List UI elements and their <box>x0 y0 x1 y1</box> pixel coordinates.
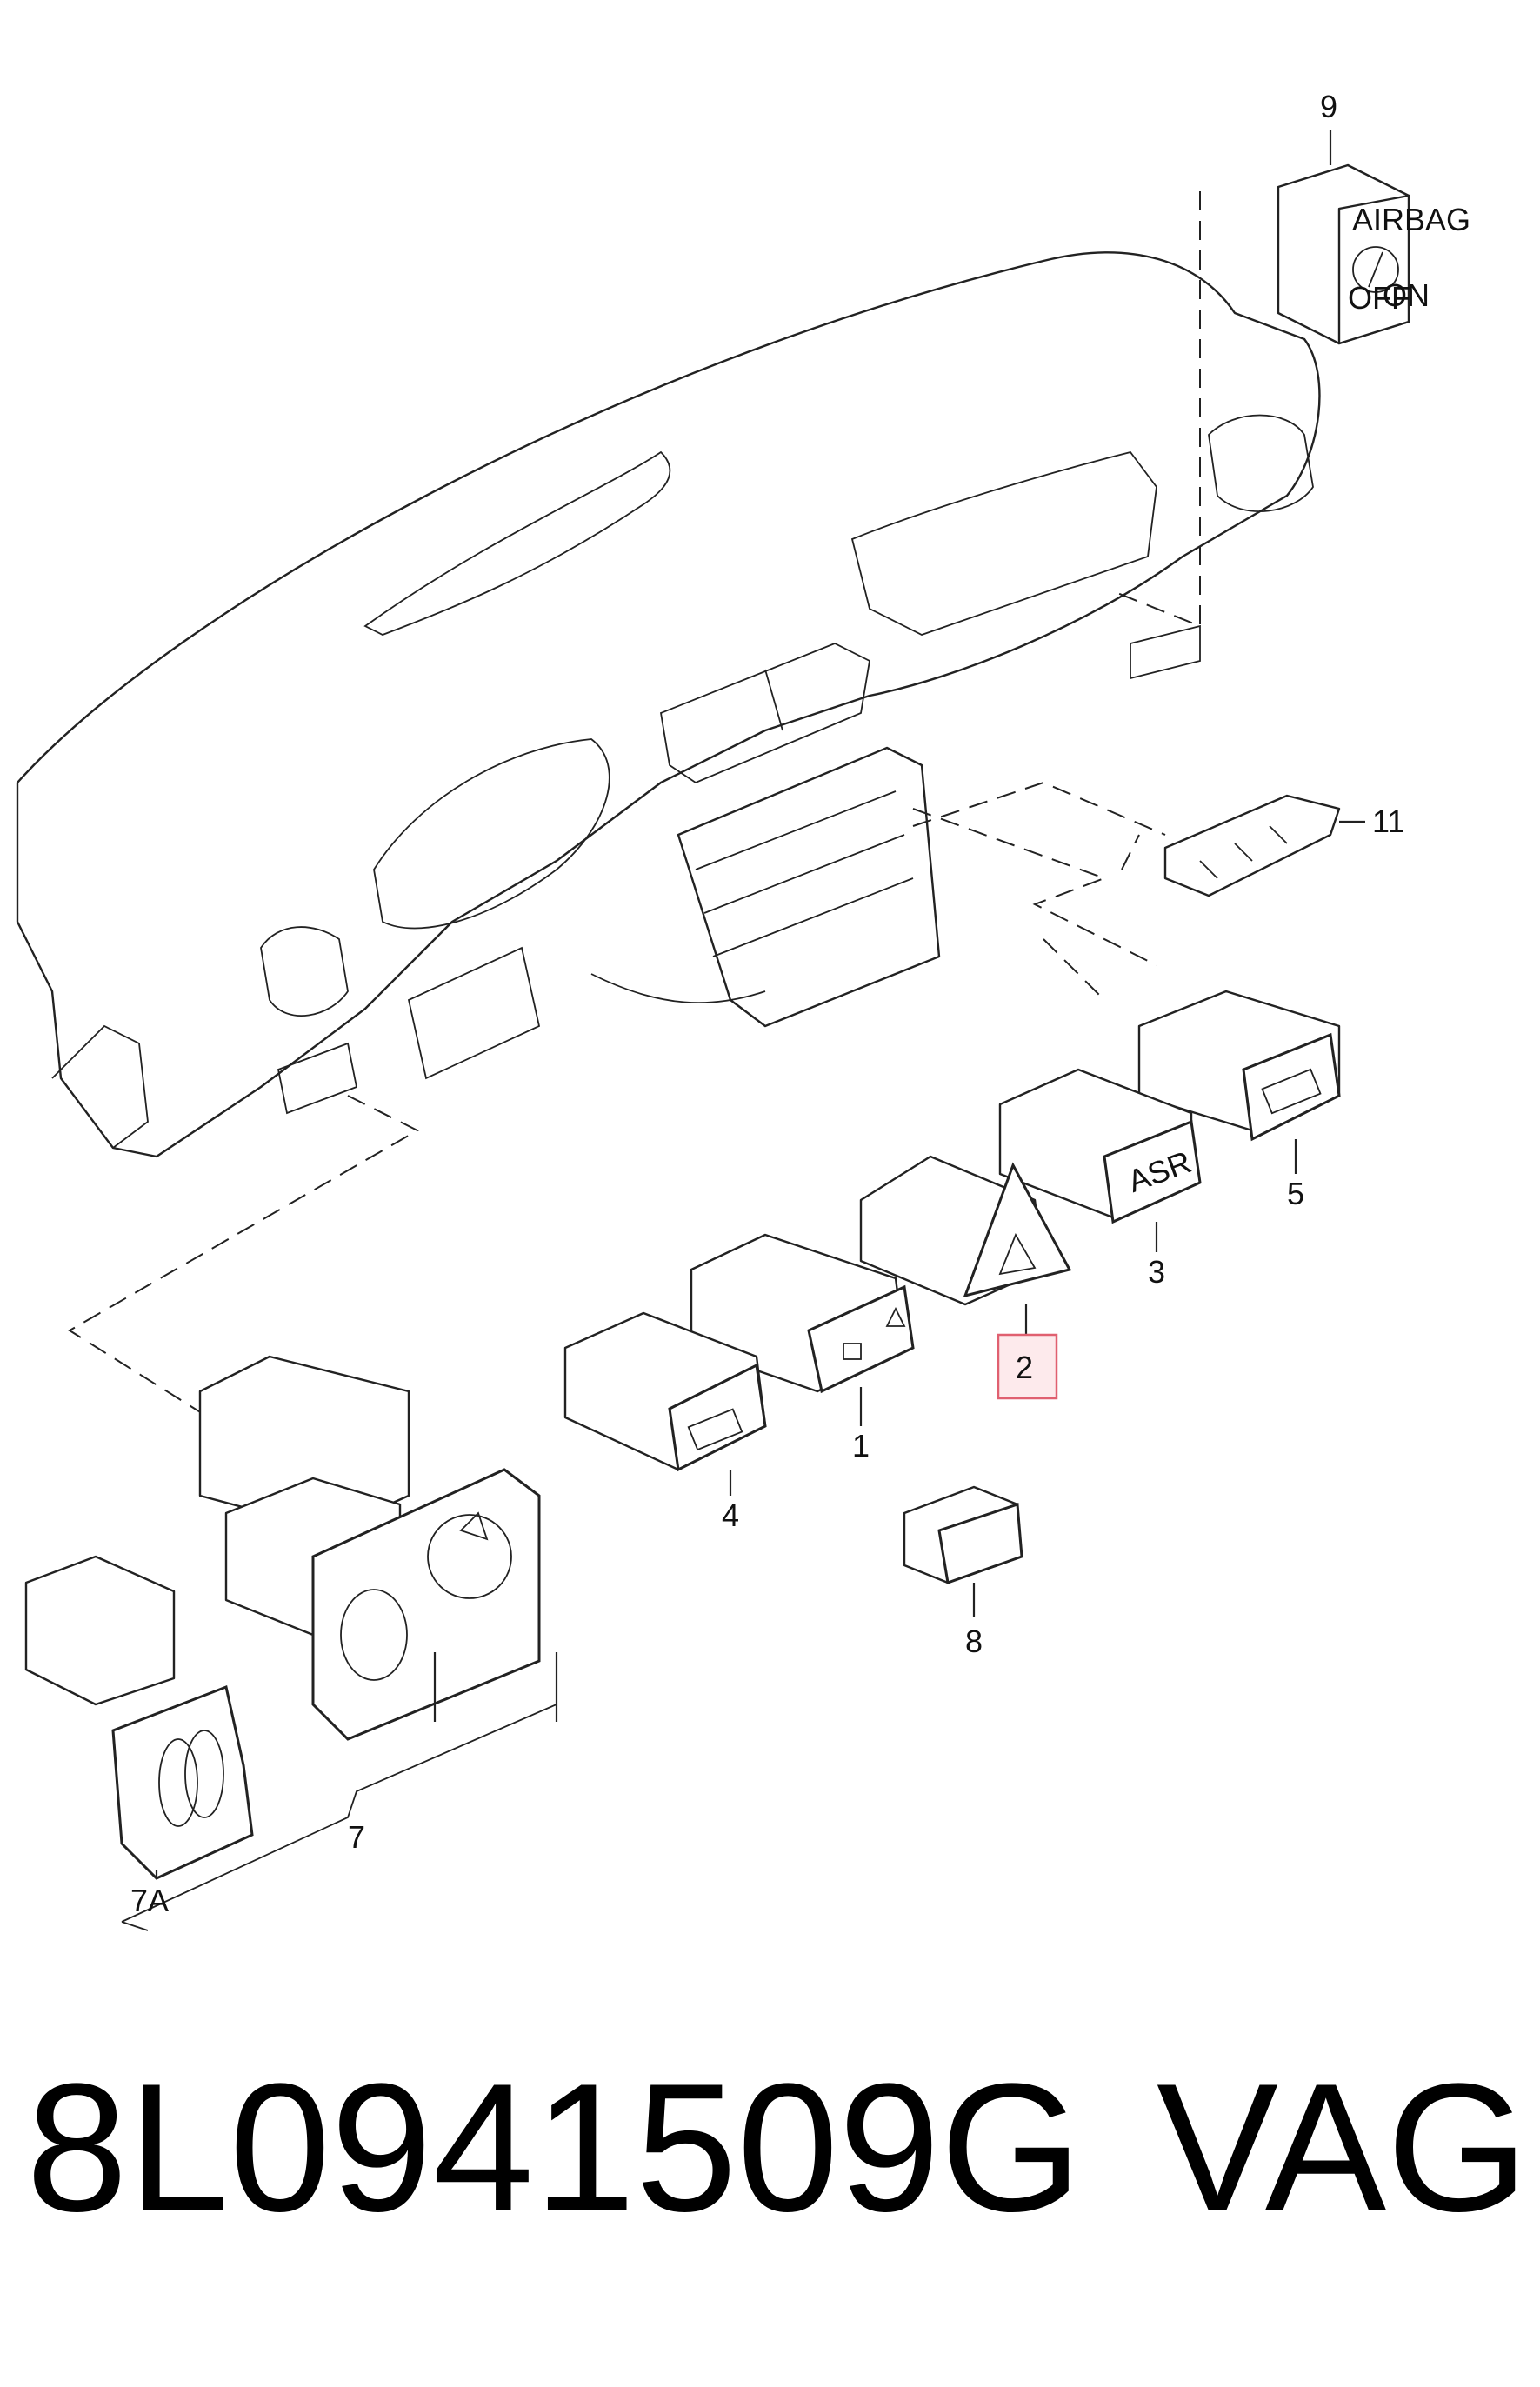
part-7-bracket <box>121 1652 558 1931</box>
callout-1: 1 <box>852 1428 870 1464</box>
callout-8: 8 <box>965 1624 983 1659</box>
part-8-small-switch <box>903 1485 1023 1585</box>
part-4-switch <box>563 1311 767 1472</box>
part-7-light-switch <box>198 1355 541 1741</box>
callout-9: 9 <box>1320 89 1337 124</box>
callout-2: 2 <box>1016 1350 1033 1385</box>
part-5-switch <box>1137 990 1341 1142</box>
on-marking: ON <box>1383 277 1430 313</box>
off-marking: OFF <box>1348 280 1410 316</box>
exploded-parts-diagram: AIRBAG OFF ON ASR <box>16 89 1470 1931</box>
callout-2-highlight-box <box>997 1333 1058 1400</box>
dashboard-panel <box>16 251 1321 1158</box>
callout-5: 5 <box>1287 1176 1304 1211</box>
part-number: 8L0941509G <box>26 2045 1083 2250</box>
airbag-marking: AIRBAG <box>1352 202 1470 237</box>
callout-4: 4 <box>722 1497 739 1533</box>
leader-lines <box>155 130 1365 1878</box>
part-2-hazard-switch <box>859 1155 1072 1306</box>
brand-name: VAG <box>1157 2045 1529 2250</box>
callout-7a: 7A <box>130 1883 169 1918</box>
part-11-clip-strip <box>1163 794 1341 897</box>
callout-11: 11 <box>1372 803 1404 839</box>
part-3-asr-switch: ASR <box>998 1068 1202 1224</box>
assembly-guide-lines <box>68 191 1201 1418</box>
footer-caption: 8L0941509G VAG <box>26 2035 1529 2261</box>
part-7a-rotary-switch <box>24 1555 254 1880</box>
part-9-airbag-switch: AIRBAG OFF ON <box>1277 163 1470 345</box>
callout-labels: 9 11 5 3 2 1 4 8 7 7A <box>130 89 1404 1918</box>
callout-3: 3 <box>1148 1254 1165 1290</box>
callout-7: 7 <box>348 1819 365 1855</box>
